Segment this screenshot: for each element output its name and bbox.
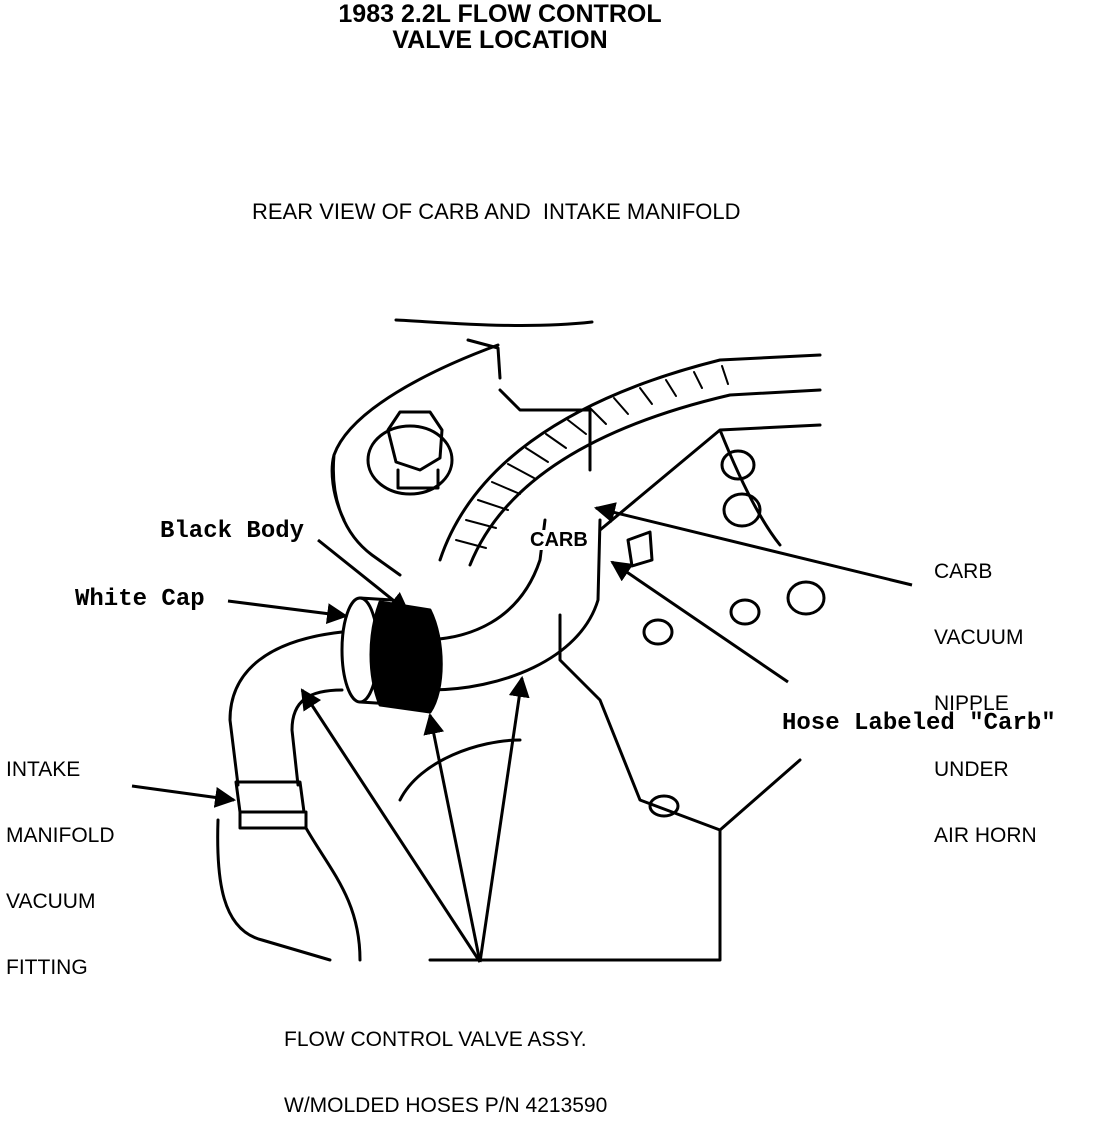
label-line: VACUUM xyxy=(934,626,1024,649)
label-line: FLOW CONTROL VALVE ASSY. xyxy=(284,1028,587,1051)
carb-bosses xyxy=(642,449,826,818)
label-line: VACUUM xyxy=(6,890,96,913)
engine-illustration xyxy=(131,318,913,963)
label-line: AIR HORN xyxy=(934,824,1037,847)
label-line: CARB xyxy=(934,560,993,583)
carb-hose-tag: CARB xyxy=(528,529,590,551)
throttle-linkage xyxy=(394,318,594,380)
wire-harness xyxy=(438,353,822,562)
carb-bracket xyxy=(330,343,500,577)
label-line: INTAKE xyxy=(6,758,81,781)
label-intake-manifold-fitting: INTAKE MANIFOLD VACUUM FITTING xyxy=(6,716,115,1001)
label-line: W/MOLDED HOSES P/N 4213590 xyxy=(284,1094,608,1117)
bracket-bolt xyxy=(366,410,454,496)
label-line: NIPPLE xyxy=(934,692,1009,715)
diagram-subtitle: REAR VIEW OF CARB AND INTAKE MANIFOLD xyxy=(252,199,741,224)
label-hose-labeled-carb: Hose Labeled "Carb" xyxy=(782,710,1056,737)
diagram-title-line2: VALVE LOCATION xyxy=(392,26,608,54)
carb-vacuum-nipple xyxy=(626,530,654,568)
label-carb-vacuum-nipple: CARB VACUUM NIPPLE UNDER AIR HORN xyxy=(934,518,1037,869)
label-flow-control-valve-assembly: FLOW CONTROL VALVE ASSY. W/MOLDED HOSES … xyxy=(284,986,607,1139)
carb-body xyxy=(498,388,822,832)
intake-manifold xyxy=(216,738,722,962)
label-white-cap: White Cap xyxy=(75,586,205,613)
label-line: MANIFOLD xyxy=(6,824,115,847)
label-line: UNDER xyxy=(934,758,1009,781)
diagram-title-line1: 1983 2.2L FLOW CONTROL xyxy=(338,0,662,28)
label-black-body: Black Body xyxy=(160,518,305,545)
intake-hose xyxy=(228,630,344,787)
black-body xyxy=(369,600,443,714)
leader-arrows xyxy=(131,502,913,963)
label-line: FITTING xyxy=(6,956,88,979)
vacuum-fitting xyxy=(234,780,308,830)
